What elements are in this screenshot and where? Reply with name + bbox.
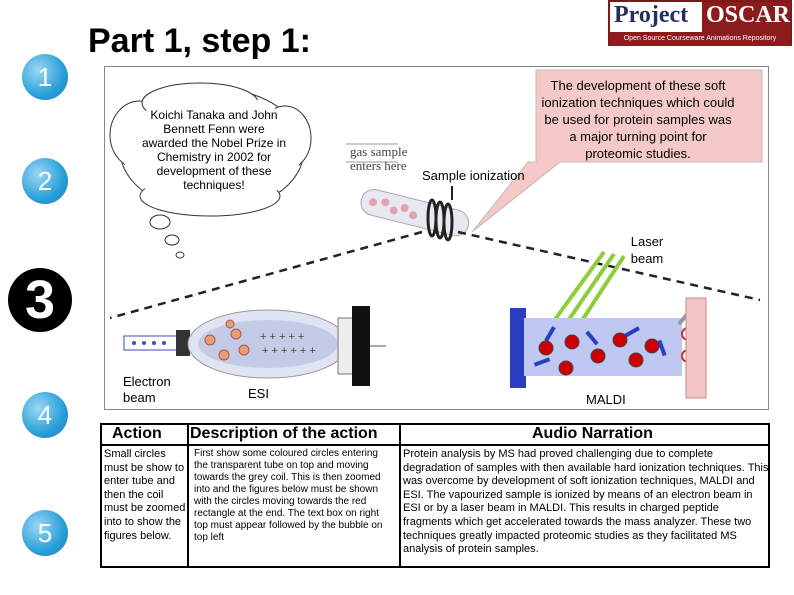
step-5-badge[interactable]: 5 bbox=[22, 510, 68, 556]
maldi-apparatus bbox=[510, 297, 707, 399]
logo-subtitle: Open Source Courseware Animations Reposi… bbox=[610, 32, 790, 46]
esi-apparatus: + + + + + + + + + + + bbox=[123, 306, 386, 386]
svg-text:+ + + + +: + + + + + bbox=[260, 331, 304, 343]
diagram-panel bbox=[104, 66, 769, 410]
action-table bbox=[100, 423, 770, 568]
step-3-label: 3 bbox=[24, 270, 56, 330]
table-col-divider-2 bbox=[399, 423, 401, 568]
table-header-divider bbox=[100, 444, 770, 446]
laser-beam-label: Laser beam bbox=[630, 234, 664, 266]
action-cell: Small circles must be show to enter tube… bbox=[104, 448, 186, 542]
gas-sample-tube bbox=[346, 143, 470, 242]
zoom-lines bbox=[109, 230, 761, 320]
description-cell: First show some coloured circles enterin… bbox=[194, 448, 383, 543]
electron-beam-label: Electron beam bbox=[123, 374, 171, 405]
step-3-badge[interactable]: 3 bbox=[8, 268, 72, 332]
action-header: Action bbox=[112, 425, 162, 442]
maldi-label: MALDI bbox=[586, 392, 626, 407]
logo-oscar-text: OSCAR bbox=[701, 2, 790, 32]
table-col-divider-1 bbox=[187, 423, 189, 568]
callout-text: The development of these soft ionization… bbox=[541, 78, 735, 161]
thought-cloud bbox=[109, 82, 312, 259]
description-header: Description of the action bbox=[190, 425, 378, 442]
project-oscar-logo: Project OSCAR Open Source Courseware Ani… bbox=[608, 0, 792, 46]
step-4-label: 4 bbox=[37, 399, 53, 430]
step-5-label: 5 bbox=[37, 517, 53, 548]
step-2-label: 2 bbox=[37, 165, 53, 196]
svg-text:+ + + + + +: + + + + + + bbox=[262, 345, 316, 357]
nobel-prize-text: Koichi Tanaka and John Bennett Fenn were… bbox=[141, 108, 287, 192]
narration-header: Audio Narration bbox=[532, 425, 653, 442]
narration-cell: Protein analysis by MS had proved challe… bbox=[403, 448, 769, 556]
sample-ionization-label: Sample ionization bbox=[422, 168, 525, 183]
page-title: Part 1, step 1: bbox=[88, 22, 311, 60]
step-2-badge[interactable]: 2 bbox=[22, 158, 68, 204]
esi-label: ESI bbox=[248, 386, 269, 401]
info-callout bbox=[471, 69, 763, 233]
step-1-badge[interactable]: 1 bbox=[22, 54, 68, 100]
grey-coil bbox=[426, 186, 454, 242]
step-4-badge[interactable]: 4 bbox=[22, 392, 68, 438]
step-1-label: 1 bbox=[37, 61, 53, 92]
gas-sample-label: gas sample enters here bbox=[350, 144, 408, 173]
logo-project-text: Project bbox=[610, 2, 702, 32]
